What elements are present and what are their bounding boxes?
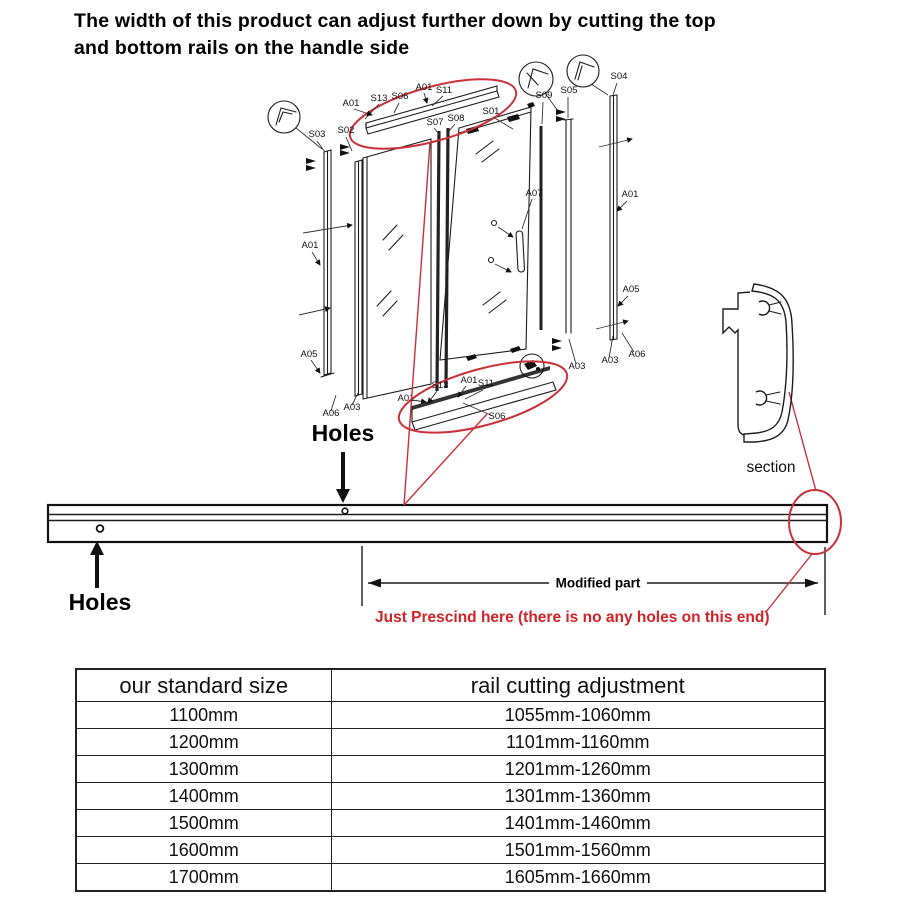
title-line-2: and bottom rails on the handle side	[74, 37, 410, 59]
table-cell: 1300mm	[75, 755, 332, 783]
part-label: A06	[323, 408, 340, 419]
part-label: A03	[602, 355, 619, 366]
part-label: S09	[536, 90, 553, 101]
part-label: A03	[569, 361, 586, 372]
exploded-diagram-svg: S03S02A01S13S06A01S11S07S08S01S09S05S04A…	[46, 54, 842, 626]
table-cell: 1101mm-1160mm	[330, 728, 826, 756]
part-label: S06	[392, 91, 409, 102]
mini-arrows	[306, 109, 566, 351]
sliding-glass-door	[439, 102, 535, 361]
table-cell: 1501mm-1560mm	[330, 836, 826, 864]
table-header-row: our standard size rail cutting adjustmen…	[75, 668, 826, 702]
part-label: A01	[416, 82, 433, 93]
part-label: A01	[302, 240, 319, 251]
fixed-glass-panel	[362, 138, 432, 400]
part-label: A01	[398, 393, 415, 404]
part-label: A07	[526, 188, 543, 199]
part-label: S04	[611, 71, 628, 82]
rail-body	[46, 503, 829, 544]
header-rail-cutting: rail cutting adjustment	[330, 668, 826, 702]
top-rail-highlight-ellipse	[348, 78, 518, 150]
leader-lines	[295, 82, 635, 417]
table-cell: 1100mm	[75, 701, 332, 729]
table-cell: 1400mm	[75, 782, 332, 810]
arrow-leaders	[298, 92, 633, 405]
bottom-rail	[411, 353, 557, 431]
seal-strips	[435, 127, 450, 392]
table-cell: 1500mm	[75, 809, 332, 837]
rail-side-view: Holes Holes Modified part Just Prescind …	[46, 420, 842, 626]
rail-hole-left	[95, 524, 105, 533]
top-rail	[365, 85, 500, 135]
part-label: S13	[432, 380, 449, 391]
part-label: S06	[489, 411, 506, 422]
table-cell: 1600mm	[75, 836, 332, 864]
part-label: S11	[478, 378, 494, 389]
part-label: S01	[483, 106, 500, 117]
table-cell: 1200mm	[75, 728, 332, 756]
table-cell: 1700mm	[75, 863, 332, 892]
part-label: A06	[629, 349, 646, 360]
part-label: A05	[301, 349, 318, 360]
header-standard-size: our standard size	[75, 668, 332, 702]
page-title: The width of this product can adjust fur…	[74, 8, 716, 62]
rail-end-highlight-circle	[788, 489, 842, 555]
modified-part-label: Modified part	[556, 576, 641, 591]
part-label: S13	[371, 93, 388, 104]
table-cell: 1201mm-1260mm	[330, 755, 826, 783]
title-line-1: The width of this product can adjust fur…	[74, 10, 716, 32]
part-label: A03	[344, 402, 361, 413]
section-profile: section	[722, 283, 796, 476]
part-label: S08	[448, 113, 465, 124]
size-table: our standard size rail cutting adjustmen…	[75, 668, 826, 892]
rail-hole-mid	[341, 507, 349, 515]
part-label: S02	[338, 125, 355, 136]
red-pointer-lines	[403, 141, 817, 613]
part-label: A01	[343, 98, 360, 109]
part-label: A05	[623, 284, 640, 295]
table-cell: 1605mm-1660mm	[330, 863, 826, 892]
prescind-note: Just Prescind here (there is no any hole…	[375, 609, 769, 626]
part-label: A01	[622, 189, 639, 200]
part-label: S03	[309, 129, 326, 140]
wall-profile-left	[320, 149, 363, 397]
bottom-rail-highlight-ellipse	[397, 360, 569, 434]
table-cell: 1055mm-1060mm	[330, 701, 826, 729]
part-label: S07	[427, 117, 444, 128]
modified-part-dimension: Modified part	[361, 546, 826, 615]
section-label: section	[746, 459, 795, 476]
part-label: S11	[436, 85, 452, 96]
holes-label-bottom: Holes	[69, 589, 132, 615]
detail-callout-circles	[267, 54, 600, 134]
part-label: A01	[461, 375, 478, 386]
table-cell: 1301mm-1360mm	[330, 782, 826, 810]
part-label: S05	[561, 85, 578, 96]
door-handle	[487, 219, 525, 273]
holes-label-top: Holes	[312, 420, 375, 446]
table-cell: 1401mm-1460mm	[330, 809, 826, 837]
right-strips	[539, 94, 618, 341]
